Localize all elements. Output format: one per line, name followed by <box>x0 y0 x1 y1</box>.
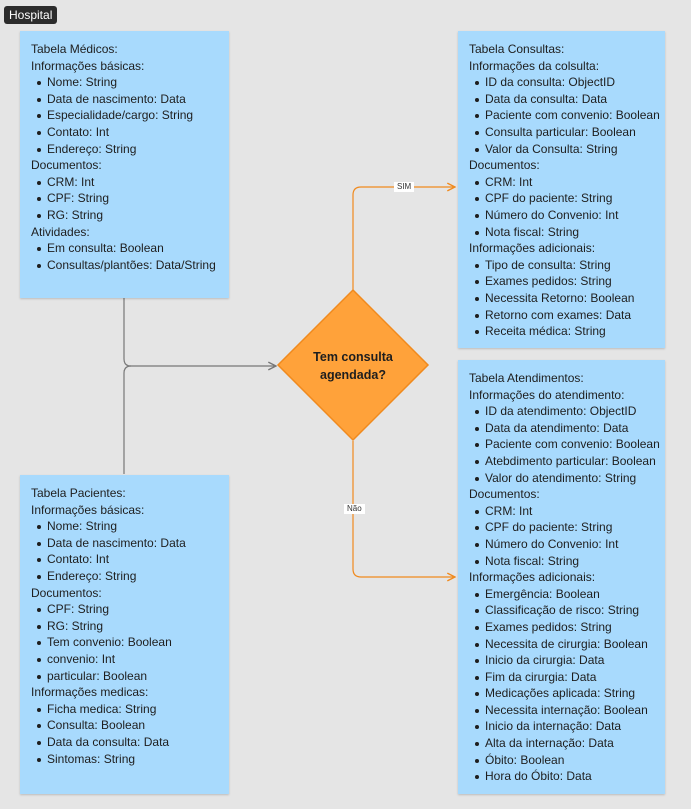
note-list-item: CRM: Int <box>469 174 654 191</box>
sticky-note-atendimentos[interactable]: Tabela Atendimentos: Informações do atend… <box>458 360 665 794</box>
note-list-item: particular: Boolean <box>31 668 218 685</box>
note-list-item: Necessita internação: Boolean <box>469 702 654 719</box>
note-list-item: Medicações aplicada: String <box>469 685 654 702</box>
note-list-item: Contato: Int <box>31 551 218 568</box>
note-list-item: Endereço: String <box>31 568 218 585</box>
note-list-item: Data da consulta: Data <box>31 734 218 751</box>
note-list-item: Tipo de consulta: String <box>469 257 654 274</box>
note-list-item: Alta da internação: Data <box>469 735 654 752</box>
note-list-item: Em consulta: Boolean <box>31 240 218 257</box>
note-list-item: Contato: Int <box>31 124 218 141</box>
note-list-item: CRM: Int <box>31 174 218 191</box>
note-list-item: Sintomas: String <box>31 751 218 768</box>
note-list-item: Paciente com convenio: Boolean <box>469 107 660 124</box>
note-list-item: Emergência: Boolean <box>469 586 654 603</box>
note-list-item: ID da consulta: ObjectID <box>469 74 654 91</box>
note-list-item: Exames pedidos: String <box>469 619 654 636</box>
note-list-item: ID da atendimento: ObjectID <box>469 403 654 420</box>
edge-label-nao: Não <box>344 504 365 514</box>
sticky-note-medicos[interactable]: Tabela Médicos: Informações básicas:Nome:… <box>20 31 229 298</box>
note-list-item: RG: String <box>31 618 218 635</box>
note-heading: Documentos: <box>469 487 540 502</box>
note-heading: Informações do atendimento: <box>469 387 625 402</box>
note-list-item: Data da consulta: Data <box>469 91 654 108</box>
note-heading: Informações adicionais: <box>469 241 596 256</box>
decision-label: Tem consulta agendada? <box>282 348 424 384</box>
note-list-item: Exames pedidos: String <box>469 273 654 290</box>
note-list-item: Valor do atendimento: String <box>469 470 654 487</box>
note-list-item: Óbito: Boolean <box>469 752 654 769</box>
note-list-item: Fim da cirurgia: Data <box>469 669 654 686</box>
note-list-item: Inicio da cirurgia: Data <box>469 652 654 669</box>
connector-decision-consultas[interactable] <box>352 187 455 290</box>
note-list-item: Nota fiscal: String <box>469 553 654 570</box>
connector-decision-atendimentos[interactable] <box>352 441 455 577</box>
note-heading: Documentos: <box>469 158 540 173</box>
note-heading: Documentos: <box>31 158 102 173</box>
connector-medicos-decision[interactable] <box>123 298 276 366</box>
note-list-item: CPF: String <box>31 190 218 207</box>
note-list-item: Valor da Consulta: String <box>469 141 654 158</box>
note-list-item: Retorno com exames: Data <box>469 307 654 324</box>
note-list-item: Nome: String <box>31 518 218 535</box>
note-list-item: Data de nascimento: Data <box>31 91 218 108</box>
note-heading: Tabela Consultas: <box>469 42 565 56</box>
decision-label-line1: Tem consulta <box>313 350 393 364</box>
note-list-item: Ficha medica: String <box>31 701 218 718</box>
note-heading: Tabela Pacientes: <box>31 486 126 500</box>
decision-label-line2: agendada? <box>320 368 386 382</box>
note-list-item: CPF do paciente: String <box>469 190 654 207</box>
note-list-item: Data da atendimento: Data <box>469 420 654 437</box>
note-heading: Atividades: <box>31 224 90 239</box>
note-list-item: Consultas/plantões: Data/String <box>31 257 218 274</box>
note-list-item: Atebdimento particular: Boolean <box>469 453 656 470</box>
note-list-item: Necessita Retorno: Boolean <box>469 290 654 307</box>
note-heading: Informações medicas: <box>31 685 149 700</box>
note-list-item: Número do Convenio: Int <box>469 207 654 224</box>
note-list-item: RG: String <box>31 207 218 224</box>
connector-pacientes-decision[interactable] <box>123 365 132 474</box>
note-heading: Tabela Atendimentos: <box>469 371 584 385</box>
note-list-item: Hora do Óbito: Data <box>469 768 654 785</box>
note-list-item: Consulta: Boolean <box>31 717 218 734</box>
edge-label-sim: SIM <box>394 182 415 192</box>
note-list-item: convenio: Int <box>31 651 218 668</box>
note-list-item: Paciente com convenio: Boolean <box>469 436 660 453</box>
note-heading: Documentos: <box>31 585 102 600</box>
note-heading: Informações básicas: <box>31 58 145 73</box>
decision-diamond[interactable] <box>276 288 430 442</box>
sticky-note-consultas[interactable]: Tabela Consultas: Informações da colsulta… <box>458 31 665 348</box>
note-list-item: Inicio da internação: Data <box>469 718 654 735</box>
note-list-item: Consulta particular: Boolean <box>469 124 654 141</box>
note-list-item: CRM: Int <box>469 503 654 520</box>
note-list-item: Número do Convenio: Int <box>469 536 654 553</box>
note-list-item: Necessita de cirurgia: Boolean <box>469 636 654 653</box>
sticky-note-pacientes[interactable]: Tabela Pacientes: Informações básicas:Nom… <box>20 475 229 794</box>
note-list-item: Classificação de risco: String <box>469 602 654 619</box>
note-heading: Informações da colsulta: <box>469 58 600 73</box>
note-list-item: Nota fiscal: String <box>469 224 654 241</box>
note-list-item: Endereço: String <box>31 141 218 158</box>
note-heading: Tabela Médicos: <box>31 42 118 56</box>
note-heading: Informações adicionais: <box>469 570 596 585</box>
note-list-item: Especialidade/cargo: String <box>31 107 218 124</box>
note-list-item: Data de nascimento: Data <box>31 535 218 552</box>
note-list-item: CPF do paciente: String <box>469 519 654 536</box>
note-list-item: CPF: String <box>31 601 218 618</box>
note-list-item: Receita médica: String <box>469 323 654 340</box>
note-list-item: Nome: String <box>31 74 218 91</box>
note-heading: Informações básicas: <box>31 502 145 517</box>
frame-label[interactable]: Hospital <box>4 6 58 24</box>
note-list-item: Tem convenio: Boolean <box>31 634 218 651</box>
